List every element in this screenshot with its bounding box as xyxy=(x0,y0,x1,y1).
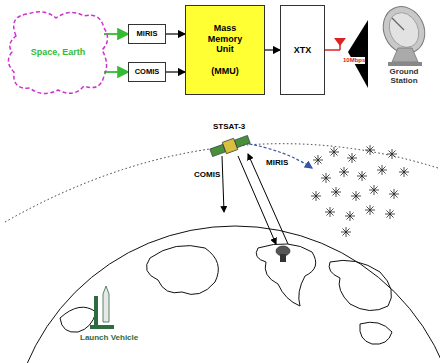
source-cloud: Space, Earth xyxy=(4,6,112,98)
comis-view-arrow xyxy=(222,156,224,212)
node-text: XTX xyxy=(294,45,312,55)
node-text: COMIS xyxy=(135,68,160,77)
flow-arrow xyxy=(166,33,185,34)
flow-arrow xyxy=(265,49,280,50)
node-text: MIRIS xyxy=(137,30,158,39)
star-field xyxy=(311,145,409,237)
label-text: Ground Station xyxy=(381,68,427,86)
antenna-symbol xyxy=(325,38,346,50)
instrument-box: MIRIS xyxy=(128,24,166,44)
node-text: Space, Earth xyxy=(31,47,86,57)
earth-outline xyxy=(9,226,440,363)
node-text: (MMU) xyxy=(211,66,239,76)
satellite-icon xyxy=(209,134,251,159)
label-text: 10Mbps xyxy=(343,57,365,64)
instrument-box: COMIS xyxy=(128,62,166,82)
label-text: MIRIS xyxy=(266,159,288,168)
orbit-path xyxy=(5,144,438,222)
memory-unit-box: Mass Memory Unit (MMU) xyxy=(185,5,265,95)
flow-arrow xyxy=(104,71,128,73)
downlink-arrow xyxy=(238,156,276,244)
ground-station-icon xyxy=(376,0,433,66)
transmitter-box: XTX xyxy=(280,5,325,95)
node-text: Mass Memory Unit xyxy=(200,23,250,54)
label-text: STSAT-3 xyxy=(213,123,245,132)
launch-vehicle-icon xyxy=(90,286,114,329)
label-text: COMIS xyxy=(194,171,220,180)
ground-antenna-icon xyxy=(276,246,290,262)
observation-arrow xyxy=(244,143,312,168)
flow-arrow xyxy=(166,71,185,72)
label-text: Launch Vehicle xyxy=(80,334,138,343)
beam-triangle xyxy=(348,20,368,88)
